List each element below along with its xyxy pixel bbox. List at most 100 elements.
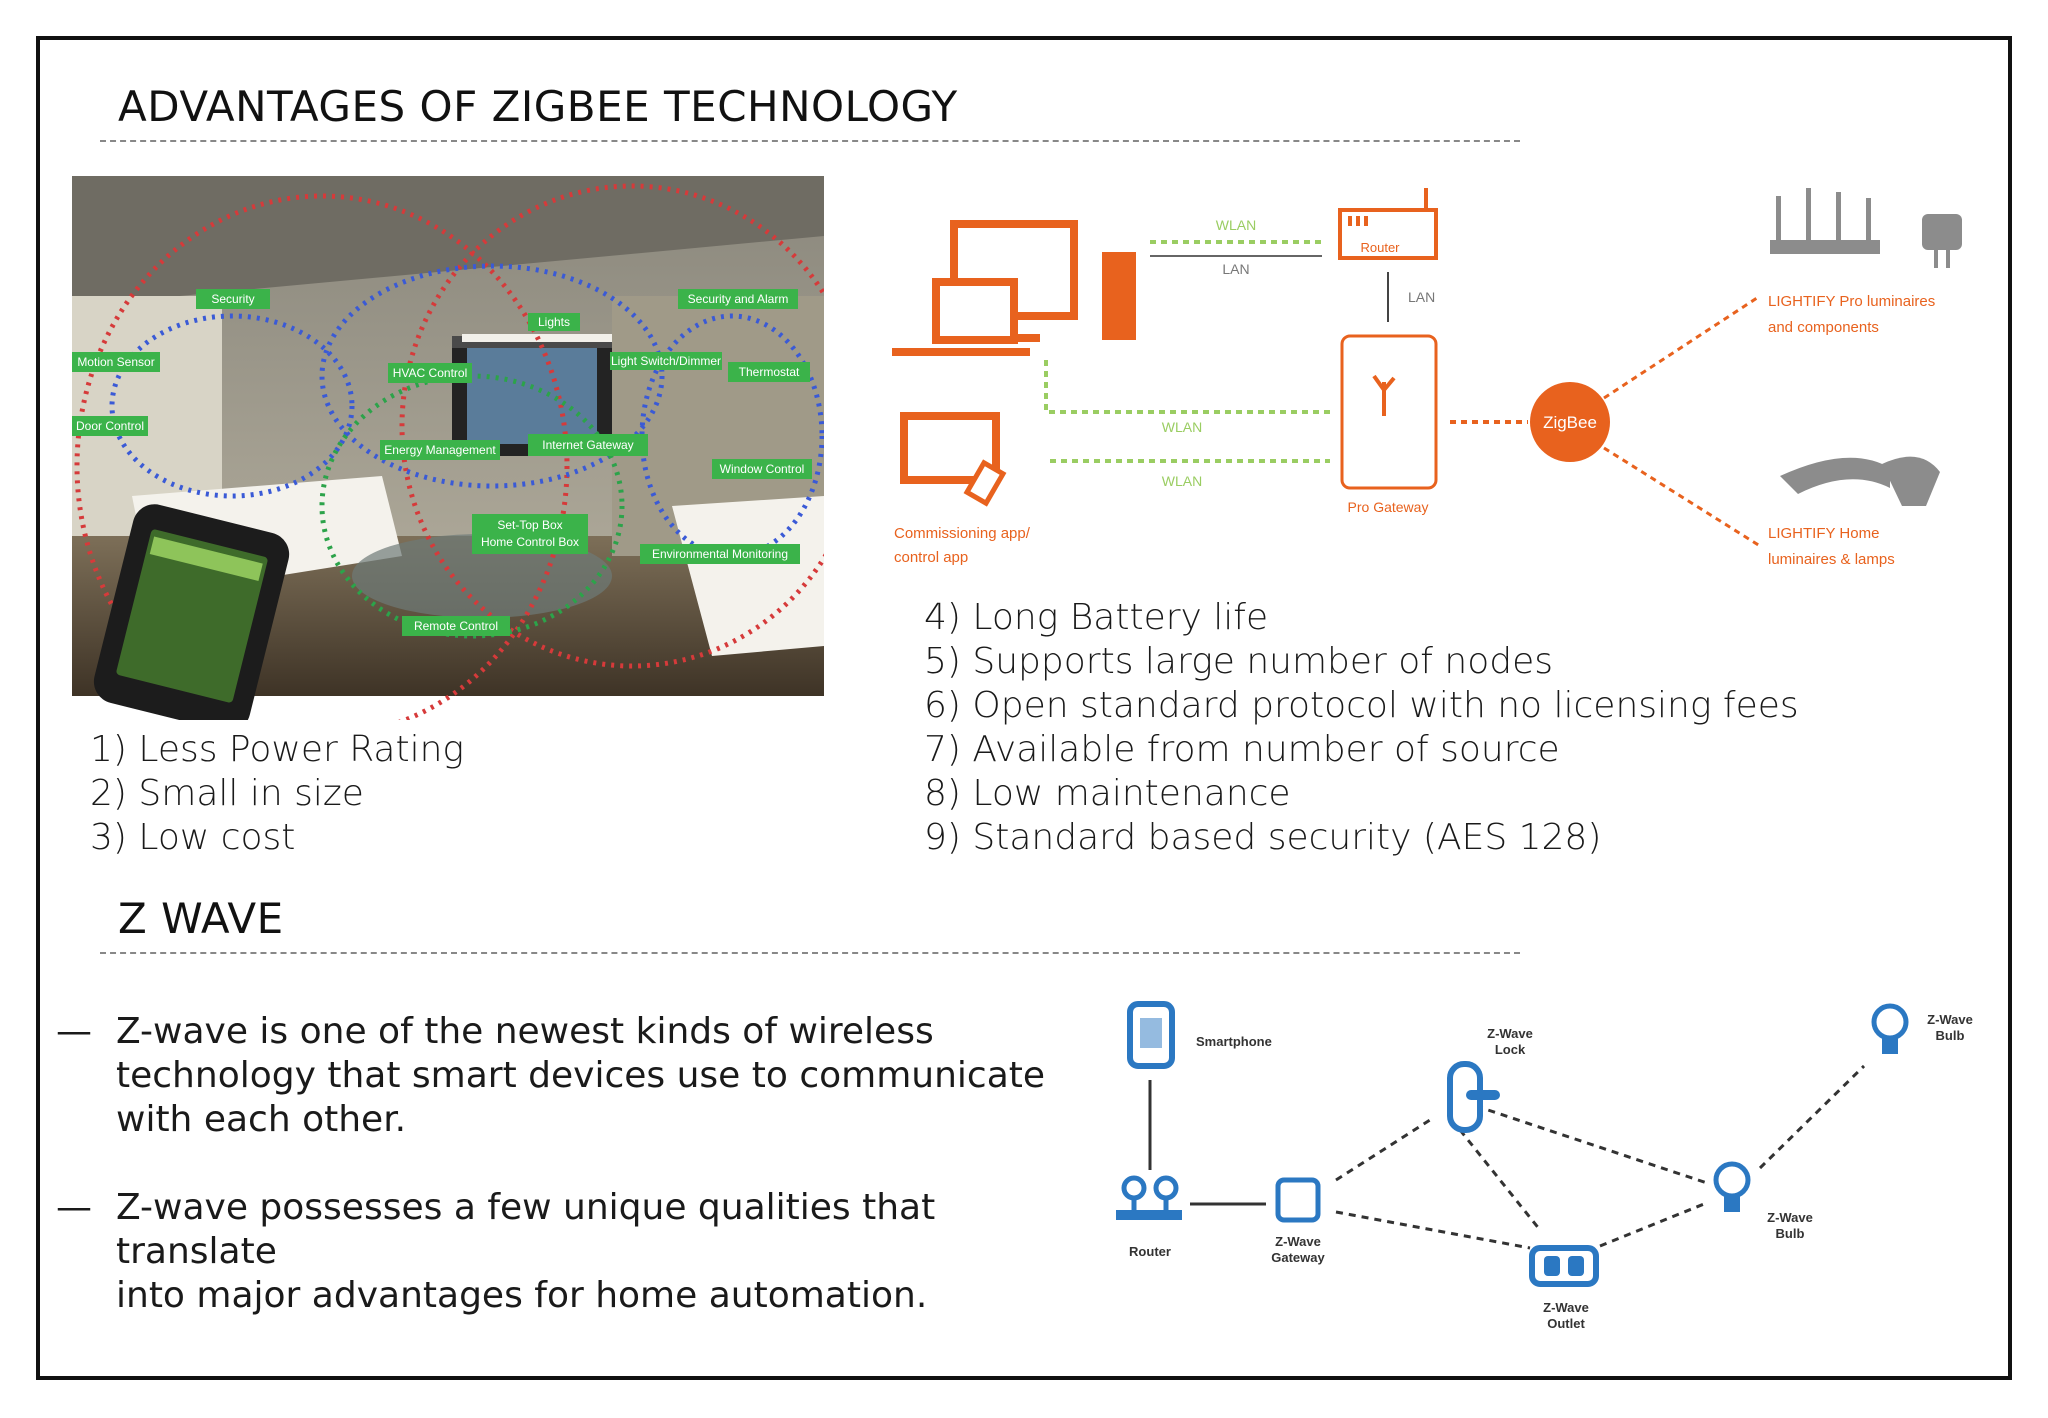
- lan-vertical-label: LAN: [1408, 289, 1435, 305]
- list-item: 9) Standard based security (AES 128): [924, 817, 1602, 858]
- room-label: Door Control: [76, 419, 144, 433]
- bulb-label: Z-Wave: [1767, 1210, 1813, 1225]
- commissioning-label: control app: [894, 549, 968, 566]
- tower-icon: [1102, 252, 1136, 340]
- home-luminaire-icon: [1780, 457, 1890, 494]
- zwave-network-diagram: Smartphone Router Z-Wave Gateway Z-Wave …: [1116, 1001, 1973, 1331]
- zigbee-hub-icon: [1530, 382, 1610, 462]
- room-label: Home Control Box: [481, 535, 579, 549]
- room-label: Environmental Monitoring: [652, 547, 788, 561]
- smart-home-room-image: Security Lights Security and Alarm Motio…: [72, 176, 824, 720]
- bullet-line: technology that smart devices use to com…: [116, 1055, 1046, 1096]
- bullet-line: Z-wave is one of the newest kinds of wir…: [116, 1011, 934, 1052]
- lock-icon: [1447, 1061, 1500, 1133]
- lightify-pro-label: LIGHTIFY Pro luminaires: [1768, 293, 1935, 310]
- zwave-bullets: — Z-wave is one of the newest kinds of w…: [56, 1010, 1056, 1362]
- gateway-label: Gateway: [1271, 1250, 1325, 1265]
- wlan-low-label: WLAN: [1162, 473, 1202, 489]
- wlan-mid-link: [1044, 360, 1330, 414]
- router-label: Router: [1129, 1244, 1171, 1259]
- room-labels: Security Lights Security and Alarm Motio…: [72, 289, 812, 636]
- blue-coverage-ring-right: [639, 313, 824, 559]
- wlan-mid-label: WLAN: [1162, 419, 1202, 435]
- room-label: Motion Sensor: [77, 355, 154, 369]
- advantages-list-left: 1) Less Power Rating 2) Small in size 3)…: [90, 728, 464, 860]
- bulb-icon: [1713, 1161, 1751, 1212]
- slide-frame: [36, 36, 2012, 1380]
- router-icon: [1338, 188, 1438, 260]
- outlet-icon: [1529, 1245, 1599, 1287]
- blue-coverage-ring-center: [319, 263, 665, 489]
- computer-icon: [892, 220, 1078, 356]
- smartphone-label: Smartphone: [1196, 1034, 1272, 1049]
- room-label: Remote Control: [414, 619, 498, 633]
- advantages-list-right: 4) Long Battery life 5) Supports large n…: [924, 596, 1799, 860]
- lock-label: Lock: [1495, 1042, 1526, 1057]
- commissioning-label: Commissioning app/: [894, 525, 1031, 542]
- router-label: Router: [1360, 240, 1400, 255]
- sensor-icon: [1922, 214, 1962, 268]
- list-item: 7) Available from number of source: [924, 729, 1560, 770]
- room-label: Set-Top Box: [497, 518, 562, 532]
- section-title-zwave: Z WAVE: [118, 894, 284, 943]
- lightify-home-label: LIGHTIFY Home: [1768, 525, 1879, 542]
- list-item: 6) Open standard protocol with no licens…: [924, 685, 1799, 726]
- green-coverage-ring: [319, 373, 625, 639]
- lan-top-label: LAN: [1222, 261, 1249, 277]
- gateway-antenna-icon: [1372, 374, 1396, 416]
- list-item: 3) Low cost: [90, 817, 296, 858]
- zigbee-link-home: [1603, 446, 1761, 548]
- bullet-dash: —: [56, 1011, 92, 1052]
- zigbee-network-diagram: Commissioning app/ control app WLAN LAN …: [892, 188, 1962, 568]
- title-divider: [100, 952, 1520, 954]
- lightify-home-label: luminaires & lamps: [1768, 551, 1895, 568]
- red-coverage-ring: [74, 193, 570, 720]
- room-label: Internet Gateway: [542, 438, 633, 452]
- glass-table: [352, 534, 612, 618]
- bulb-label: Z-Wave: [1927, 1012, 1973, 1027]
- outlet-label: Outlet: [1547, 1316, 1585, 1331]
- list-item: 4) Long Battery life: [924, 597, 1269, 638]
- bullet-item: — Z-wave is one of the newest kinds of w…: [56, 1010, 1056, 1142]
- wlan-top-label: WLAN: [1216, 217, 1256, 233]
- room-label: Lights: [538, 315, 570, 329]
- lightify-pro-label: and components: [1768, 319, 1879, 336]
- room-label: Light Switch/Dimmer: [611, 354, 721, 368]
- mesh-links: [1335, 1064, 1866, 1250]
- blue-coverage-ring: [109, 313, 355, 499]
- bullet-line: into major advantages for home automatio…: [116, 1275, 928, 1316]
- phone-device: [93, 504, 290, 720]
- gateway-icon: [1275, 1177, 1321, 1223]
- zigbee-label: ZigBee: [1543, 413, 1597, 432]
- bullet-line: with each other.: [116, 1099, 407, 1140]
- outlet-label: Z-Wave: [1543, 1300, 1589, 1315]
- pro-gateway-label: Pro Gateway: [1348, 499, 1429, 515]
- title-divider: [100, 140, 1520, 142]
- list-item: 8) Low maintenance: [924, 773, 1291, 814]
- tablet-icon: [900, 412, 1007, 507]
- room-label: HVAC Control: [393, 366, 467, 380]
- room-ceiling: [72, 176, 824, 306]
- room-label: Energy Management: [384, 443, 496, 457]
- room-label: Thermostat: [739, 365, 800, 379]
- room-label: Security: [211, 292, 254, 306]
- pro-gateway-icon: [1340, 334, 1438, 490]
- bullet-dash: —: [56, 1187, 92, 1228]
- bulb-label: Bulb: [1936, 1028, 1965, 1043]
- router-icon: [1116, 1175, 1182, 1220]
- list-item: 2) Small in size: [90, 773, 364, 814]
- tv-picture: [467, 348, 597, 444]
- armchair: [672, 496, 824, 656]
- red-coverage-ring-right: [399, 183, 824, 669]
- room-label: Window Control: [720, 462, 805, 476]
- smartphone-icon: [1127, 1001, 1175, 1069]
- bullet-item: — Z-wave possesses a few unique qualitie…: [56, 1186, 1056, 1318]
- room-label: Security and Alarm: [688, 292, 789, 306]
- bulb-icon: [1871, 1003, 1909, 1054]
- lock-label: Z-Wave: [1487, 1026, 1533, 1041]
- bullet-line: Z-wave possesses a few unique qualities …: [116, 1187, 936, 1272]
- pro-luminaire-icon: [1770, 188, 1880, 254]
- list-item: 5) Supports large number of nodes: [924, 641, 1554, 682]
- zigbee-link-pro: [1603, 294, 1761, 400]
- lamp-bulb-icon: [1882, 456, 1940, 506]
